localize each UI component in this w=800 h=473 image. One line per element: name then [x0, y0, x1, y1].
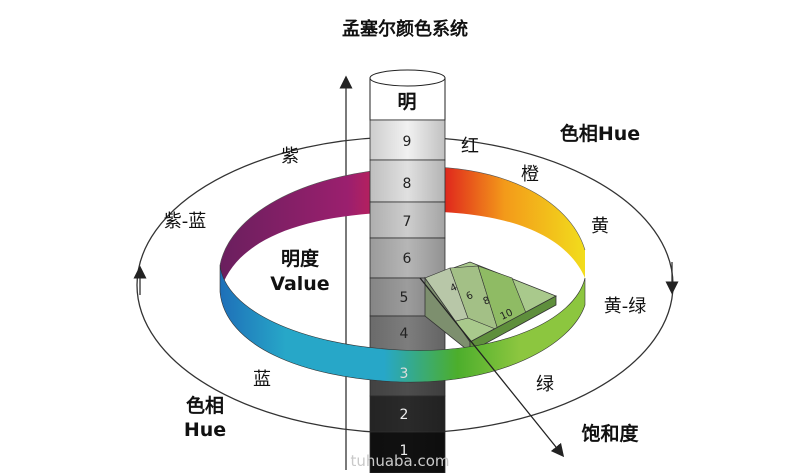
value-number-6: 6: [403, 251, 412, 267]
value-number-8: 8: [403, 176, 412, 192]
value-number-4: 4: [400, 326, 409, 342]
hue-ring-label-left-en: Hue: [184, 419, 226, 441]
watermark: tuhuaba.com: [350, 452, 449, 470]
chroma-wedge: [424, 261, 557, 353]
saturation-label: 饱和度: [581, 422, 639, 445]
value-number-7: 7: [403, 214, 412, 230]
value-number-3: 3: [400, 366, 409, 382]
hue-label-red: 红: [461, 136, 479, 157]
saturation-axis-line: [419, 277, 565, 458]
value-top-label: 明: [397, 91, 416, 113]
chroma-tick-6: 6: [465, 290, 475, 303]
hue-label-blue: 蓝: [253, 369, 271, 390]
hue-label-purple-blue: 紫-蓝: [164, 211, 207, 232]
value-label-cn: 明度: [281, 247, 320, 270]
hue-ring-front: [219, 264, 586, 383]
diagram-title: 孟塞尔颜色系统: [342, 18, 468, 40]
hue-label-yellow: 黄: [591, 216, 609, 237]
hue-label-green: 绿: [536, 374, 554, 395]
hue-ring-label-right: 色相Hue: [560, 122, 640, 145]
value-number-2: 2: [400, 407, 409, 423]
hue-ring-back: [220, 166, 585, 292]
chroma-tick-8: 8: [482, 295, 492, 308]
value-label-en: Value: [270, 273, 329, 295]
hue-label-yellow-green: 黄-绿: [604, 296, 647, 317]
value-column-top: [369, 69, 446, 87]
value-number-9: 9: [403, 134, 412, 150]
hue-label-orange: 橙: [521, 164, 539, 185]
hue-ring-label-left-cn: 色相: [186, 394, 224, 417]
hue-label-purple: 紫: [281, 146, 299, 167]
chroma-tick-4: 4: [449, 282, 459, 295]
value-number-5: 5: [400, 290, 409, 306]
chroma-tick-10: 10: [499, 307, 515, 322]
value-column: [369, 69, 446, 473]
value-number-1: 1: [400, 443, 409, 459]
